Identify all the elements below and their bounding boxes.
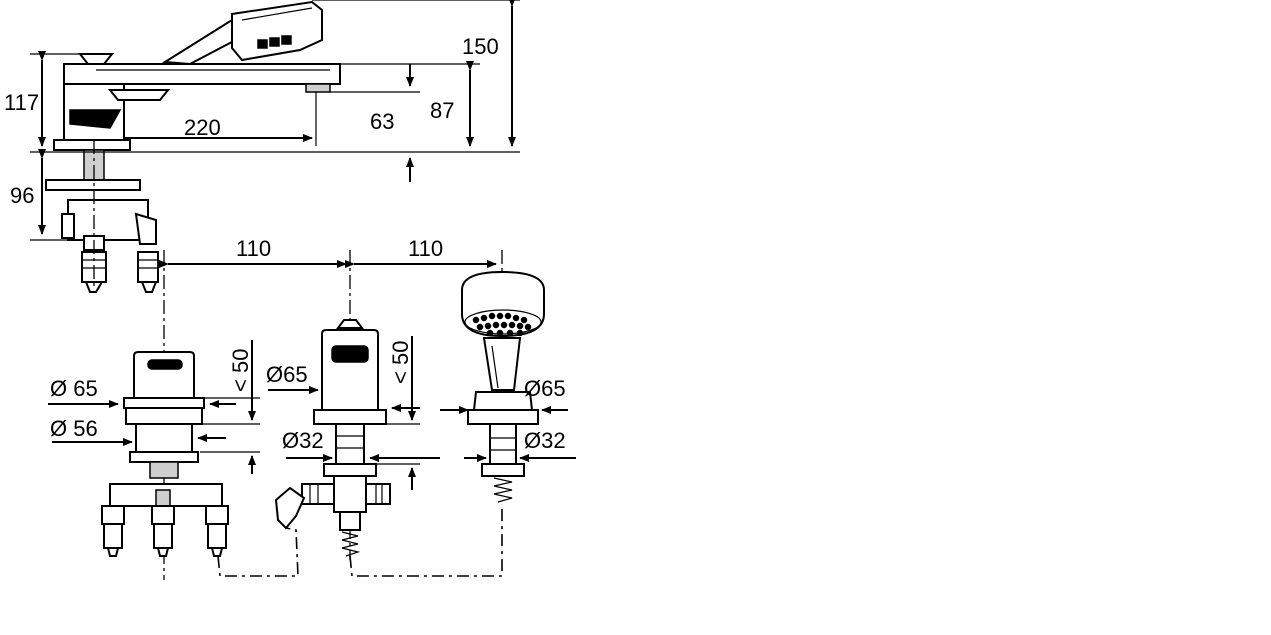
spout-body (53, 53, 341, 151)
diverter-front-view: Ø65 Ø32 < 50 (266, 319, 440, 557)
dim-spacing-right: 110 (408, 236, 443, 261)
spray-holes (472, 312, 532, 337)
dim-shank-dia-right: Ø32 (524, 428, 566, 453)
dim-spout-reach: 220 (184, 115, 221, 140)
below-deck-side (45, 149, 159, 293)
dim-below-deck: 96 (10, 183, 34, 208)
dim-spout-height: 117 (4, 90, 39, 115)
side-view: 150 117 87 63 220 96 (4, 0, 520, 293)
dim-shank-dia-mid: Ø32 (282, 428, 324, 453)
connection-pipes (217, 504, 503, 577)
hand-shower-front-view: Ø65 Ø32 (440, 270, 576, 503)
dim-spacing-left: 110 (236, 236, 271, 261)
dim-deck-thickness-left: < 50 (228, 349, 253, 392)
hand-shower-side (161, 0, 323, 66)
dim-flange-dia-left: Ø 65 (50, 376, 98, 401)
dim-outlet-height: 87 (430, 98, 454, 123)
dim-outlet-clearance: 63 (370, 109, 394, 134)
mixer-front-view: Ø 65 Ø 56 < 50 (48, 340, 260, 557)
dim-flange-dia-right: Ø65 (524, 376, 566, 401)
dim-overall-height: 150 (462, 34, 499, 59)
dim-deck-thickness-right: < 50 (388, 341, 413, 384)
dim-body-dia-left: Ø 56 (50, 416, 98, 441)
dim-flange-dia-mid: Ø65 (266, 362, 308, 387)
